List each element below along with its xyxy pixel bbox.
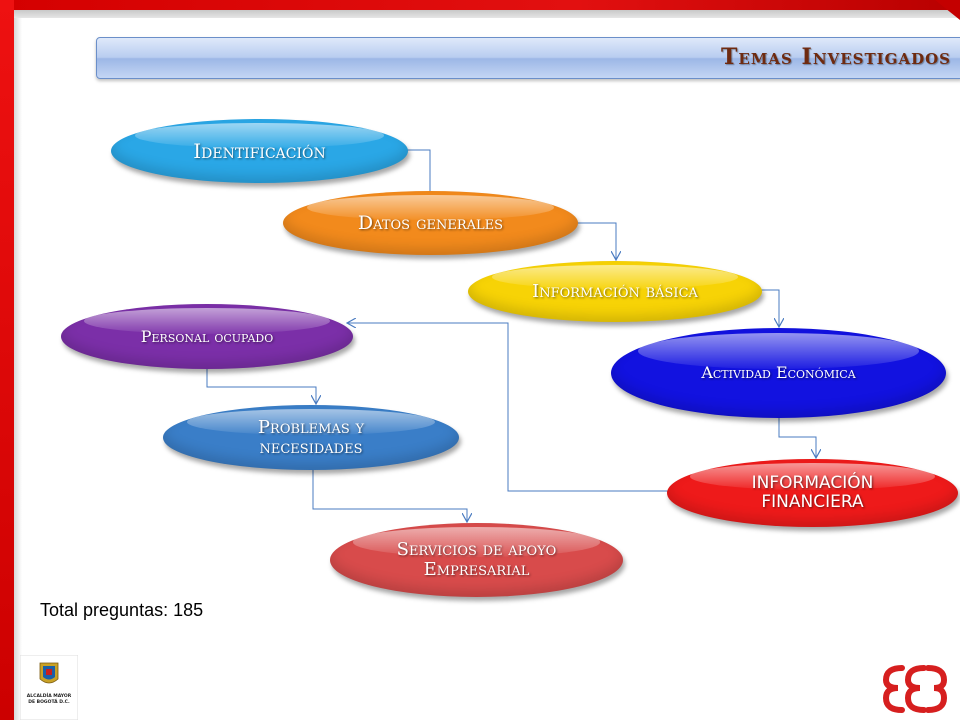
node-personal-ocupado-label: Personal ocupado <box>140 326 274 346</box>
svg-text:DE BOGOTÁ D.C.: DE BOGOTÁ D.C. <box>28 698 70 705</box>
node-actividad-economica-label: Actividad Económica <box>701 363 856 383</box>
total-preguntas: Total preguntas: 185 <box>40 600 204 620</box>
connector-actividad-financiera <box>778 418 816 457</box>
node-informacion-financiera-label: INFORMACIÓN FINANCIERA <box>751 473 874 512</box>
node-informacion-basica-label: Información básica <box>532 280 698 302</box>
node-problemas-necesidades-label: Problemas y necesidades <box>257 416 365 458</box>
node-identificacion: Identificación <box>111 119 408 183</box>
node-datos-generales-label: Datos generales <box>357 211 504 234</box>
ccb-logo <box>882 665 948 713</box>
svg-text:ALCALDÍA MAYOR: ALCALDÍA MAYOR <box>27 691 72 699</box>
connector-identificacion-datos <box>405 149 431 191</box>
node-identificacion-label: Identificación <box>193 139 326 163</box>
connector-datos-informacion <box>576 222 616 259</box>
node-personal-ocupado: Personal ocupado <box>61 304 353 369</box>
title-banner: Temas Investigados <box>96 37 960 79</box>
node-servicios-apoyo-label: Servicios de apoyo Empresarial <box>396 539 557 580</box>
node-datos-generales: Datos generales <box>283 191 578 255</box>
node-servicios-apoyo: Servicios de apoyo Empresarial <box>330 523 623 597</box>
top-accent-bar <box>0 0 960 10</box>
node-actividad-economica: Actividad Económica <box>611 328 946 418</box>
top-grey-bar <box>14 10 960 18</box>
left-grey-bar <box>14 18 22 720</box>
node-informacion-basica: Información básica <box>468 261 762 322</box>
connector-personal-problemas <box>206 369 316 403</box>
page-title: Temas Investigados <box>721 44 951 70</box>
node-informacion-financiera: INFORMACIÓN FINANCIERA <box>667 459 958 527</box>
connector-problemas-servicios <box>312 470 467 521</box>
node-problemas-necesidades: Problemas y necesidades <box>163 405 459 470</box>
alcaldia-logo: ALCALDÍA MAYOR DE BOGOTÁ D.C. <box>20 655 78 720</box>
connector-informacion-actividad <box>760 289 779 326</box>
connector-financiera-personal <box>348 323 668 492</box>
left-accent-bar <box>0 0 14 720</box>
